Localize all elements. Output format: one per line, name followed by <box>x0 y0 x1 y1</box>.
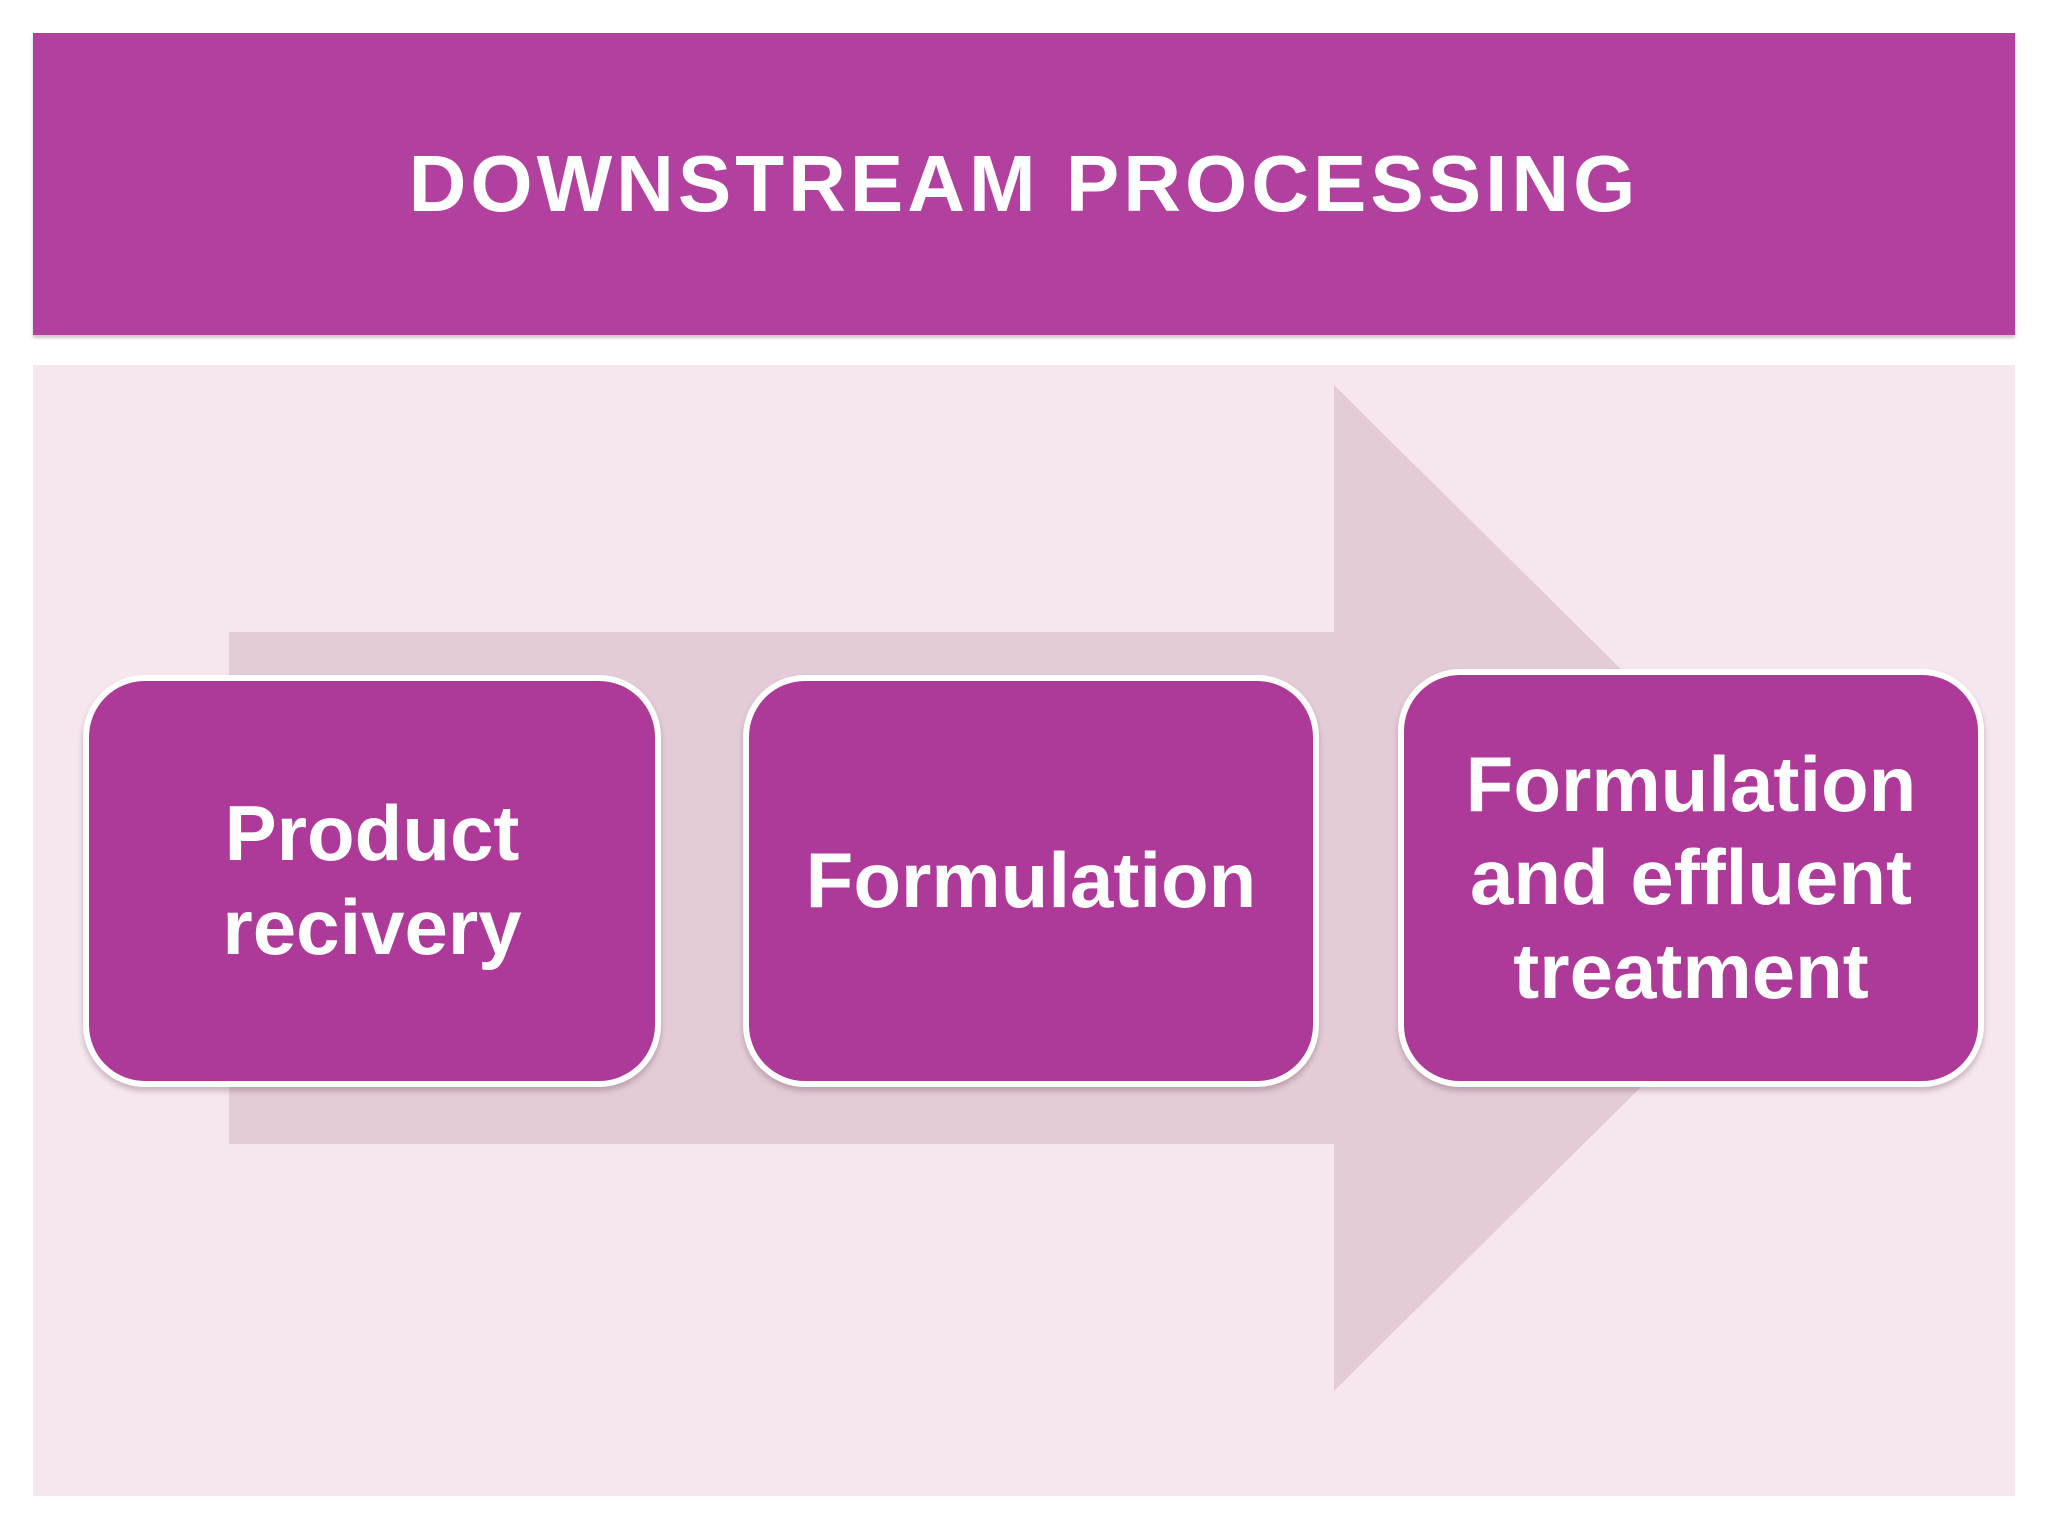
process-step-box-2: Formulation <box>743 675 1319 1087</box>
process-step-box-1: Product recivery <box>83 675 661 1087</box>
process-step-label: Formulation <box>805 836 1257 925</box>
process-step-label: Product recivery <box>222 789 522 971</box>
process-step-box-3: Formulation and effluent treatment <box>1398 669 1984 1087</box>
slide-title: DOWNSTREAM PROCESSING <box>408 139 1640 228</box>
process-step-label: Formulation and effluent treatment <box>1465 739 1917 1015</box>
content-panel: Product recivery Formulation Formulation… <box>33 365 2015 1496</box>
title-banner: DOWNSTREAM PROCESSING <box>33 33 2015 335</box>
